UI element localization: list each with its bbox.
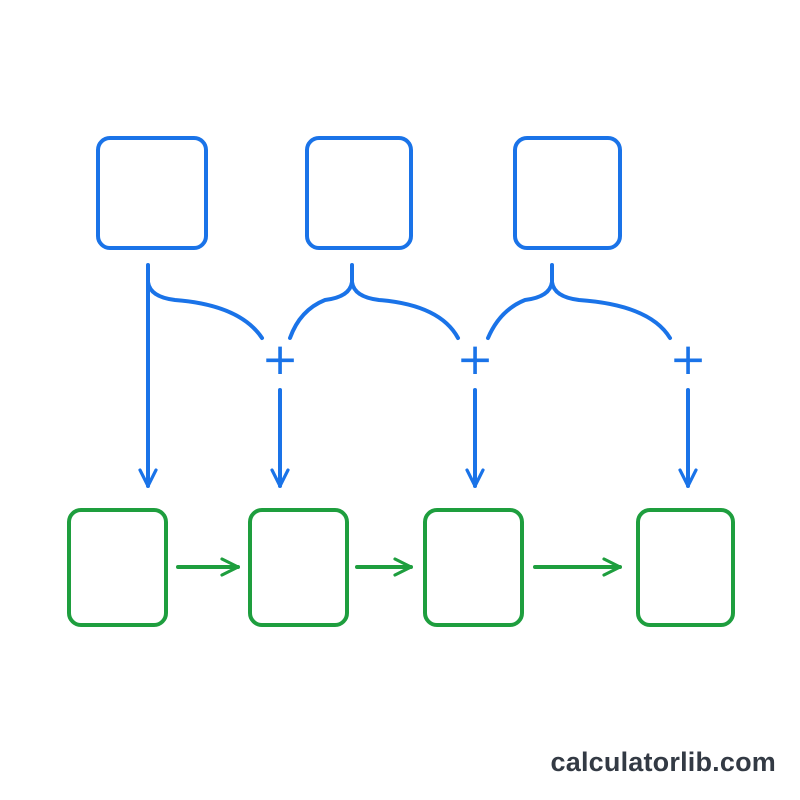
- brace-from-input-1: [146, 263, 264, 340]
- output-box-1: [67, 508, 168, 627]
- input-box-1: [96, 136, 208, 250]
- watermark-text: calculatorlib.com: [550, 747, 776, 777]
- input-box-2: [305, 136, 413, 250]
- brace-from-input-3: [486, 263, 672, 340]
- plus-symbol-2: +: [457, 334, 494, 385]
- brace-from-input-2: [288, 263, 460, 340]
- input-box-3: [513, 136, 622, 250]
- output-box-3: [423, 508, 524, 627]
- plus-symbol-1: +: [262, 334, 299, 385]
- output-box-2: [248, 508, 349, 627]
- output-box-4: [636, 508, 735, 627]
- plus-symbol-3: +: [670, 334, 707, 385]
